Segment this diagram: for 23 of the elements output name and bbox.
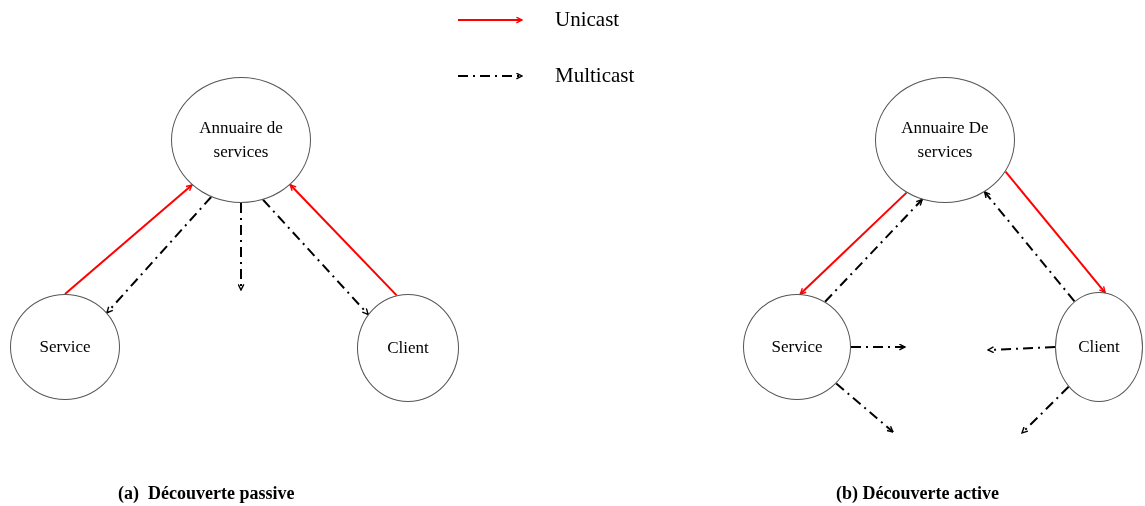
arrow <box>850 343 906 351</box>
arrow <box>983 190 1076 303</box>
arrow <box>1004 170 1107 294</box>
node-label: Client <box>1077 336 1121 358</box>
arrow <box>1021 385 1070 434</box>
arrow <box>824 198 924 303</box>
node-label: Client <box>386 337 430 359</box>
node-label: Annuaire de services <box>198 117 284 163</box>
arrow <box>835 382 894 433</box>
legend-label: Unicast <box>555 6 620 32</box>
arrow <box>987 346 1056 354</box>
caption: (b) Découverte active <box>836 482 999 505</box>
arrow <box>262 198 370 316</box>
arrow <box>64 184 193 295</box>
legend-label: Multicast <box>555 62 635 88</box>
node-label: Service <box>770 336 824 358</box>
node-label: Service <box>38 336 92 358</box>
arrow <box>289 183 398 297</box>
arrow <box>799 191 908 296</box>
arrow <box>106 196 213 314</box>
caption: (a) Découverte passive <box>118 482 295 505</box>
arrow <box>237 202 245 291</box>
node-label: Annuaire De services <box>900 117 990 163</box>
